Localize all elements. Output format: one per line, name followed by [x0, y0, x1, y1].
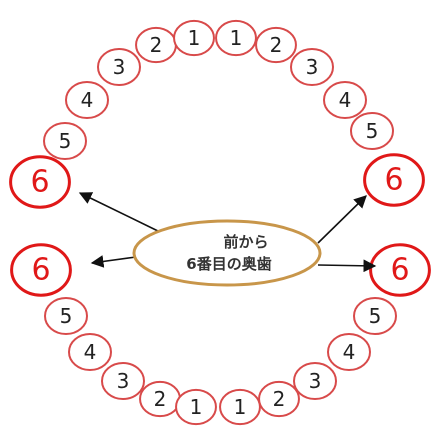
tooth-upper-teeth-left-5: 5 [43, 122, 87, 160]
tooth-outline [44, 297, 88, 335]
tooth-number: 2 [270, 33, 283, 57]
tooth-number: 4 [343, 340, 356, 364]
tooth-lower-teeth-left-6: 6 [10, 243, 72, 297]
tooth-upper-teeth-left-4: 4 [65, 81, 109, 119]
arrow-lower-right [317, 259, 377, 273]
tooth-lower-teeth-right-1: 1 [219, 388, 261, 426]
tooth-outline [219, 388, 261, 426]
tooth-outline [215, 19, 257, 57]
arrow-lower-left [90, 255, 137, 268]
arrows-group [78, 192, 377, 273]
tooth-number: 6 [31, 253, 50, 288]
tooth-outline [175, 388, 217, 426]
label-line-1: 前から [223, 233, 268, 251]
tooth-outline [9, 155, 71, 209]
tooth-number: 3 [113, 55, 126, 79]
tooth-upper-teeth-right-6: 6 [363, 153, 425, 207]
tooth-number: 1 [234, 395, 247, 419]
tooth-outline [97, 48, 141, 86]
tooth-outline [10, 243, 72, 297]
tooth-upper-teeth-left-1: 1 [173, 19, 215, 57]
center-label: 前から 6番目の奥歯 [132, 219, 322, 287]
tooth-lower-teeth-right-6: 6 [369, 243, 431, 297]
tooth-number: 6 [384, 163, 403, 198]
tooth-lower-teeth-right-3: 3 [293, 362, 337, 400]
tooth-outline [173, 19, 215, 57]
tooth-number: 6 [30, 165, 49, 200]
tooth-upper-teeth-right-1: 1 [215, 19, 257, 57]
tooth-lower-teeth-left-5: 5 [44, 297, 88, 335]
tooth-outline [255, 26, 297, 64]
tooth-upper-teeth-left-2: 2 [135, 26, 177, 64]
label-ellipse [132, 219, 322, 287]
tooth-number: 1 [230, 26, 243, 50]
tooth-number: 4 [81, 88, 94, 112]
tooth-number: 4 [84, 340, 97, 364]
tooth-number: 3 [117, 369, 130, 393]
tooth-lower-teeth-right-4: 4 [327, 333, 371, 371]
tooth-number: 3 [309, 369, 322, 393]
tooth-outline [363, 153, 425, 207]
tooth-number: 1 [190, 395, 203, 419]
tooth-upper-teeth-right-5: 5 [350, 112, 394, 150]
tooth-upper-teeth-right-2: 2 [255, 26, 297, 64]
tooth-lower-teeth-right-5: 5 [353, 297, 397, 335]
tooth-upper-teeth-right-3: 3 [290, 48, 334, 86]
tooth-number: 5 [369, 304, 382, 328]
tooth-outline [350, 112, 394, 150]
tooth-number: 5 [59, 129, 72, 153]
tooth-outline [327, 333, 371, 371]
tooth-number: 5 [60, 304, 73, 328]
arrow-upper-left [78, 192, 161, 233]
tooth-number: 2 [273, 387, 286, 411]
tooth-number: 4 [339, 88, 352, 112]
tooth-outline [43, 122, 87, 160]
tooth-number: 2 [154, 387, 167, 411]
tooth-lower-teeth-left-2: 2 [139, 380, 181, 418]
tooth-number: 3 [306, 55, 319, 79]
tooth-outline [290, 48, 334, 86]
tooth-lower-teeth-left-4: 4 [68, 333, 112, 371]
tooth-outline [68, 333, 112, 371]
arrow-upper-right [317, 195, 367, 244]
tooth-outline [353, 297, 397, 335]
tooth-lower-teeth-right-2: 2 [258, 380, 300, 418]
tooth-number: 2 [150, 33, 163, 57]
tooth-upper-teeth-right-4: 4 [323, 81, 367, 119]
tooth-upper-teeth-left-3: 3 [97, 48, 141, 86]
tooth-outline [258, 380, 300, 418]
tooth-lower-teeth-left-3: 3 [101, 362, 145, 400]
tooth-number: 1 [188, 26, 201, 50]
tooth-outline [323, 81, 367, 119]
tooth-outline [65, 81, 109, 119]
tooth-lower-teeth-left-1: 1 [175, 388, 217, 426]
label-line-2: 6番目の奥歯 [186, 255, 271, 273]
tooth-upper-teeth-left-6: 6 [9, 155, 71, 209]
tooth-outline [101, 362, 145, 400]
tooth-number: 5 [366, 119, 379, 143]
tooth-number: 6 [390, 253, 409, 288]
tooth-outline [293, 362, 337, 400]
